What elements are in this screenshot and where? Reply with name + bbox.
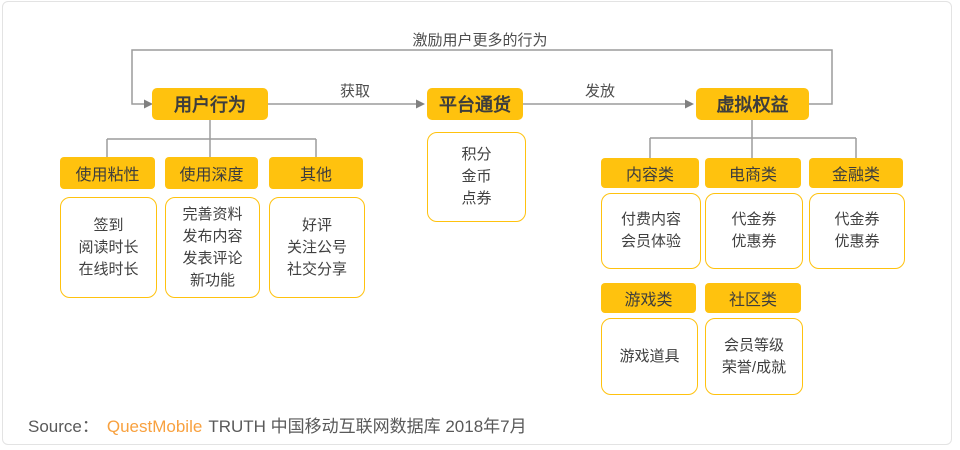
- detail-usage-depth: 完善资料 发布内容 发表评论 新功能: [165, 197, 260, 298]
- detail-item: 发表评论: [182, 249, 243, 267]
- detail-item: 游戏道具: [619, 347, 680, 365]
- detail-item: 完善资料: [182, 205, 243, 223]
- detail-item: 新功能: [189, 271, 235, 289]
- category-content: 内容类: [601, 158, 699, 188]
- detail-item: 荣誉/成就: [721, 358, 787, 376]
- detail-item: 积分: [461, 146, 492, 163]
- detail-content: 付费内容 会员体验: [601, 193, 701, 269]
- detail-other: 好评 关注公号 社交分享: [269, 197, 365, 298]
- detail-platform-currency: 积分 金币 点券: [427, 132, 526, 222]
- category-usage-stickiness: 使用粘性: [60, 157, 155, 189]
- edge-label-acquire: 获取: [339, 83, 370, 100]
- detail-item: 社交分享: [286, 260, 347, 278]
- feedback-loop-label: 激励用户更多的行为: [412, 32, 548, 49]
- detail-item: 好评: [301, 216, 332, 234]
- detail-item: 优惠券: [834, 233, 880, 250]
- detail-item: 代金券: [834, 211, 880, 228]
- detail-item: 优惠券: [731, 233, 777, 250]
- node-user-behavior: 用户行为: [152, 88, 268, 120]
- detail-item: 发布内容: [182, 227, 243, 245]
- detail-item: 点券: [461, 190, 492, 207]
- category-game: 游戏类: [601, 283, 696, 313]
- category-usage-depth: 使用深度: [165, 157, 258, 189]
- source-suffix: TRUTH 中国移动互联网数据库 2018年7月: [208, 417, 527, 436]
- source-prefix: Source：: [28, 417, 99, 436]
- distribute-arrowhead: [685, 99, 694, 109]
- source-line: Source： QuestMobile TRUTH 中国移动互联网数据库 201…: [28, 412, 527, 437]
- source-brand: QuestMobile: [106, 417, 203, 436]
- detail-item: 在线时长: [78, 260, 139, 278]
- edge-label-distribute: 发放: [584, 83, 615, 100]
- detail-item: 阅读时长: [78, 238, 139, 256]
- detail-game: 游戏道具: [601, 318, 698, 395]
- node-platform-currency: 平台通货: [427, 88, 523, 120]
- detail-item: 会员等级: [723, 336, 784, 354]
- detail-finance: 代金券 优惠券: [809, 193, 905, 269]
- detail-item: 金币: [461, 168, 492, 185]
- category-finance: 金融类: [809, 158, 903, 188]
- node-virtual-rights: 虚拟权益: [696, 88, 809, 120]
- detail-item: 签到: [93, 216, 124, 234]
- detail-item: 代金券: [731, 211, 777, 228]
- detail-item: 会员体验: [620, 233, 681, 250]
- category-other: 其他: [269, 157, 363, 189]
- detail-item: 付费内容: [620, 211, 681, 228]
- feedback-loop-arrowhead: [144, 99, 153, 109]
- detail-ecommerce: 代金券 优惠券: [705, 193, 803, 269]
- detail-community: 会员等级 荣誉/成就: [705, 318, 803, 395]
- feedback-loop-line: [131, 49, 833, 105]
- category-community: 社区类: [705, 283, 801, 313]
- detail-item: 关注公号: [286, 238, 347, 256]
- detail-usage-stickiness: 签到 阅读时长 在线时长: [60, 197, 157, 298]
- acquire-arrowhead: [416, 99, 425, 109]
- category-ecommerce: 电商类: [705, 158, 801, 188]
